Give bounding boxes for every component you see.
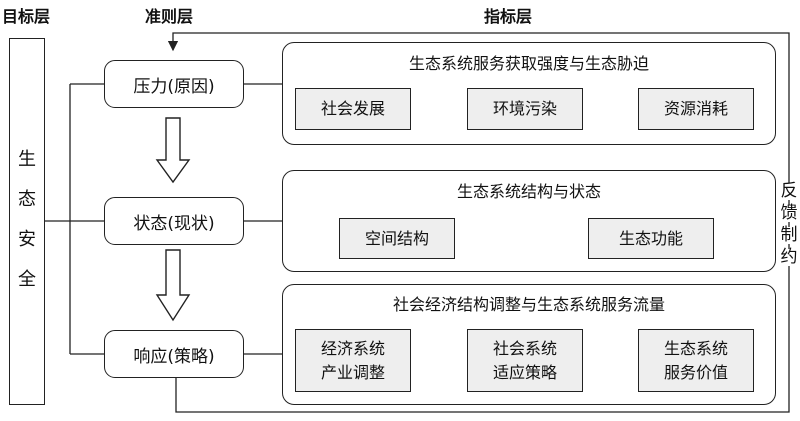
indicator-box: 空间结构 xyxy=(339,218,455,259)
indicator-label: 产业调整 xyxy=(320,362,385,382)
response-panel: 社会经济结构调整与生态系统服务流量 经济系统 产业调整 社会系统 适应策略 生态… xyxy=(282,284,776,405)
indicator-label: 生态系统 xyxy=(663,339,728,359)
feedback-char: 制 xyxy=(777,227,800,244)
indicator-box: 环境污染 xyxy=(467,88,583,130)
indicator-label: 生态功能 xyxy=(618,228,683,248)
panel-title: 社会经济结构调整与生态系统服务流量 xyxy=(392,295,665,314)
down-arrow-icon xyxy=(155,117,191,184)
feedback-char: 约 xyxy=(777,249,800,266)
goal-char: 生 xyxy=(18,149,36,170)
indicator-label: 社会发展 xyxy=(320,99,385,119)
indicator-box: 生态系统 服务价值 xyxy=(638,329,754,392)
indicator-label: 环境污染 xyxy=(492,99,557,119)
indicator-layer-header: 指标层 xyxy=(484,7,533,26)
indicator-box: 资源消耗 xyxy=(638,88,754,130)
pressure-panel: 生态系统服务获取强度与生态胁迫 社会发展 环境污染 资源消耗 xyxy=(282,42,776,145)
goal-char: 态 xyxy=(18,189,36,210)
indicator-box: 生态功能 xyxy=(588,218,714,259)
goal-char: 安 xyxy=(18,229,36,250)
criteria-pressure: 压力(原因) xyxy=(104,60,244,108)
goal-layer-header: 目标层 xyxy=(2,7,51,26)
goal-char: 全 xyxy=(18,269,36,290)
indicator-label: 资源消耗 xyxy=(663,99,728,119)
indicator-label: 适应策略 xyxy=(492,362,557,382)
indicator-box: 社会系统 适应策略 xyxy=(467,329,583,392)
feedback-char: 反 xyxy=(777,183,800,200)
down-arrow-icon xyxy=(155,249,191,322)
indicator-box: 经济系统 产业调整 xyxy=(295,329,411,392)
indicator-label: 空间结构 xyxy=(364,228,429,248)
indicator-label: 经济系统 xyxy=(320,339,385,359)
criteria-state: 状态(现状) xyxy=(104,197,244,245)
feedback-char: 馈 xyxy=(777,205,800,222)
panel-title: 生态系统结构与状态 xyxy=(456,182,601,201)
criteria-response: 响应(策略) xyxy=(104,330,244,378)
panel-title: 生态系统服务获取强度与生态胁迫 xyxy=(408,54,649,73)
indicator-label: 社会系统 xyxy=(492,339,557,359)
criteria-layer-header: 准则层 xyxy=(145,7,194,26)
indicator-box: 社会发展 xyxy=(295,88,411,130)
state-panel: 生态系统结构与状态 空间结构 生态功能 xyxy=(282,170,776,272)
goal-box: 生 态 安 全 xyxy=(9,38,45,405)
indicator-label: 服务价值 xyxy=(663,362,728,382)
